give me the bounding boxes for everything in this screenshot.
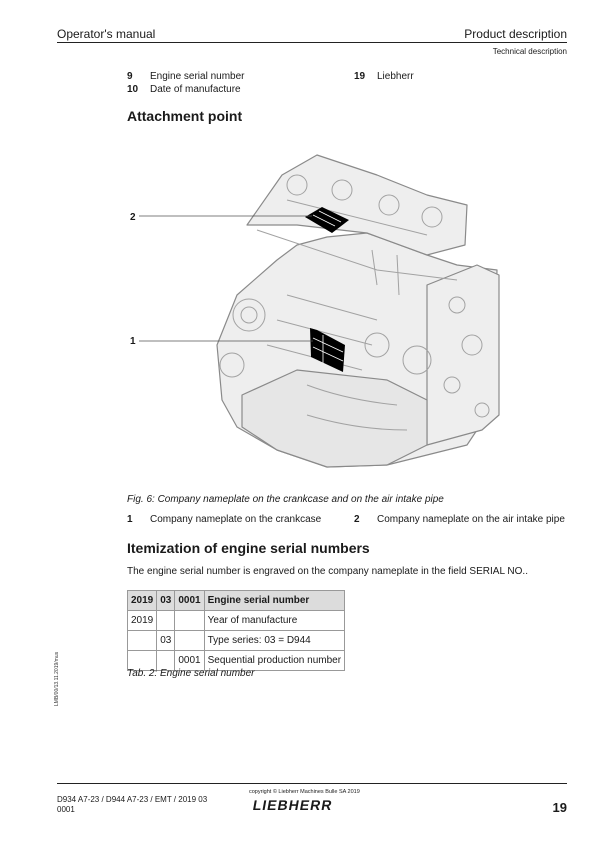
callout-1: 1 [130,336,136,347]
figure-caption: Fig. 6: Company nameplate on the crankca… [127,494,444,505]
legend-text: Liebherr [377,71,414,82]
table-cell: 2019 [126,610,158,631]
document-id: D934 A7-23 / D944 A7-23 / EMT / 2019 03 … [57,795,207,815]
table-header-cell: 2019 [126,590,158,611]
table-row: 03 Type series: 03 = D944 [126,630,346,651]
table-header-cell: 03 [156,590,176,611]
footer-divider [57,783,567,784]
serial-number-table: 2019 03 0001 Engine serial number 2019 Y… [126,590,346,671]
legend-text: Company nameplate on the air intake pipe [377,514,565,525]
table-cell: Year of manufacture [203,610,346,631]
itemization-heading: Itemization of engine serial numbers [127,540,370,556]
table-header-cell: Engine serial number [203,590,346,611]
legend-number: 10 [127,84,139,95]
table-cell: Sequential production number [203,650,346,671]
document-reference-vertical: LMB/00/13.11.2019/mus [54,651,60,706]
subsection-title: Technical description [492,47,567,56]
table-cell [174,630,205,651]
legend-number: 19 [354,71,366,82]
table-cell [126,630,158,651]
table-header-cell: 0001 [174,590,205,611]
section-title: Product description [464,27,567,41]
legend-number: 9 [127,71,133,82]
table-caption: Tab. 2: Engine serial number [127,668,255,679]
legend-text: Date of manufacture [150,84,241,95]
table-row: 2019 Year of manufacture [126,610,346,631]
legend-number: 1 [127,514,133,525]
copyright-notice: copyright © Liebherr Machines Bulle SA 2… [249,789,360,795]
table-row: 0001 Sequential production number [126,650,346,671]
table-cell: 03 [156,630,176,651]
manual-title: Operator's manual [57,27,156,41]
page-number: 19 [552,800,567,815]
table-cell: Type series: 03 = D944 [203,630,346,651]
legend-number: 2 [354,514,360,525]
legend-text: Engine serial number [150,71,245,82]
table-cell: 0001 [174,650,205,671]
header-divider [57,42,567,43]
liebherr-logo: LIEBHERR [251,797,334,813]
engine-figure [139,154,500,468]
table-cell [156,610,176,631]
attachment-point-heading: Attachment point [127,108,243,124]
document-id-line: 0001 [57,805,75,814]
callout-2: 2 [130,212,136,223]
nameplate-crankcase [310,328,345,372]
table-cell [174,610,205,631]
table-cell [126,650,158,671]
document-id-line: D934 A7-23 / D944 A7-23 / EMT / 2019 03 [57,795,208,804]
legend-text: Company nameplate on the crankcase [150,514,322,525]
table-header-row: 2019 03 0001 Engine serial number [126,590,346,611]
nameplate-intake [305,207,349,233]
body-paragraph: The engine serial number is engraved on … [127,566,528,577]
